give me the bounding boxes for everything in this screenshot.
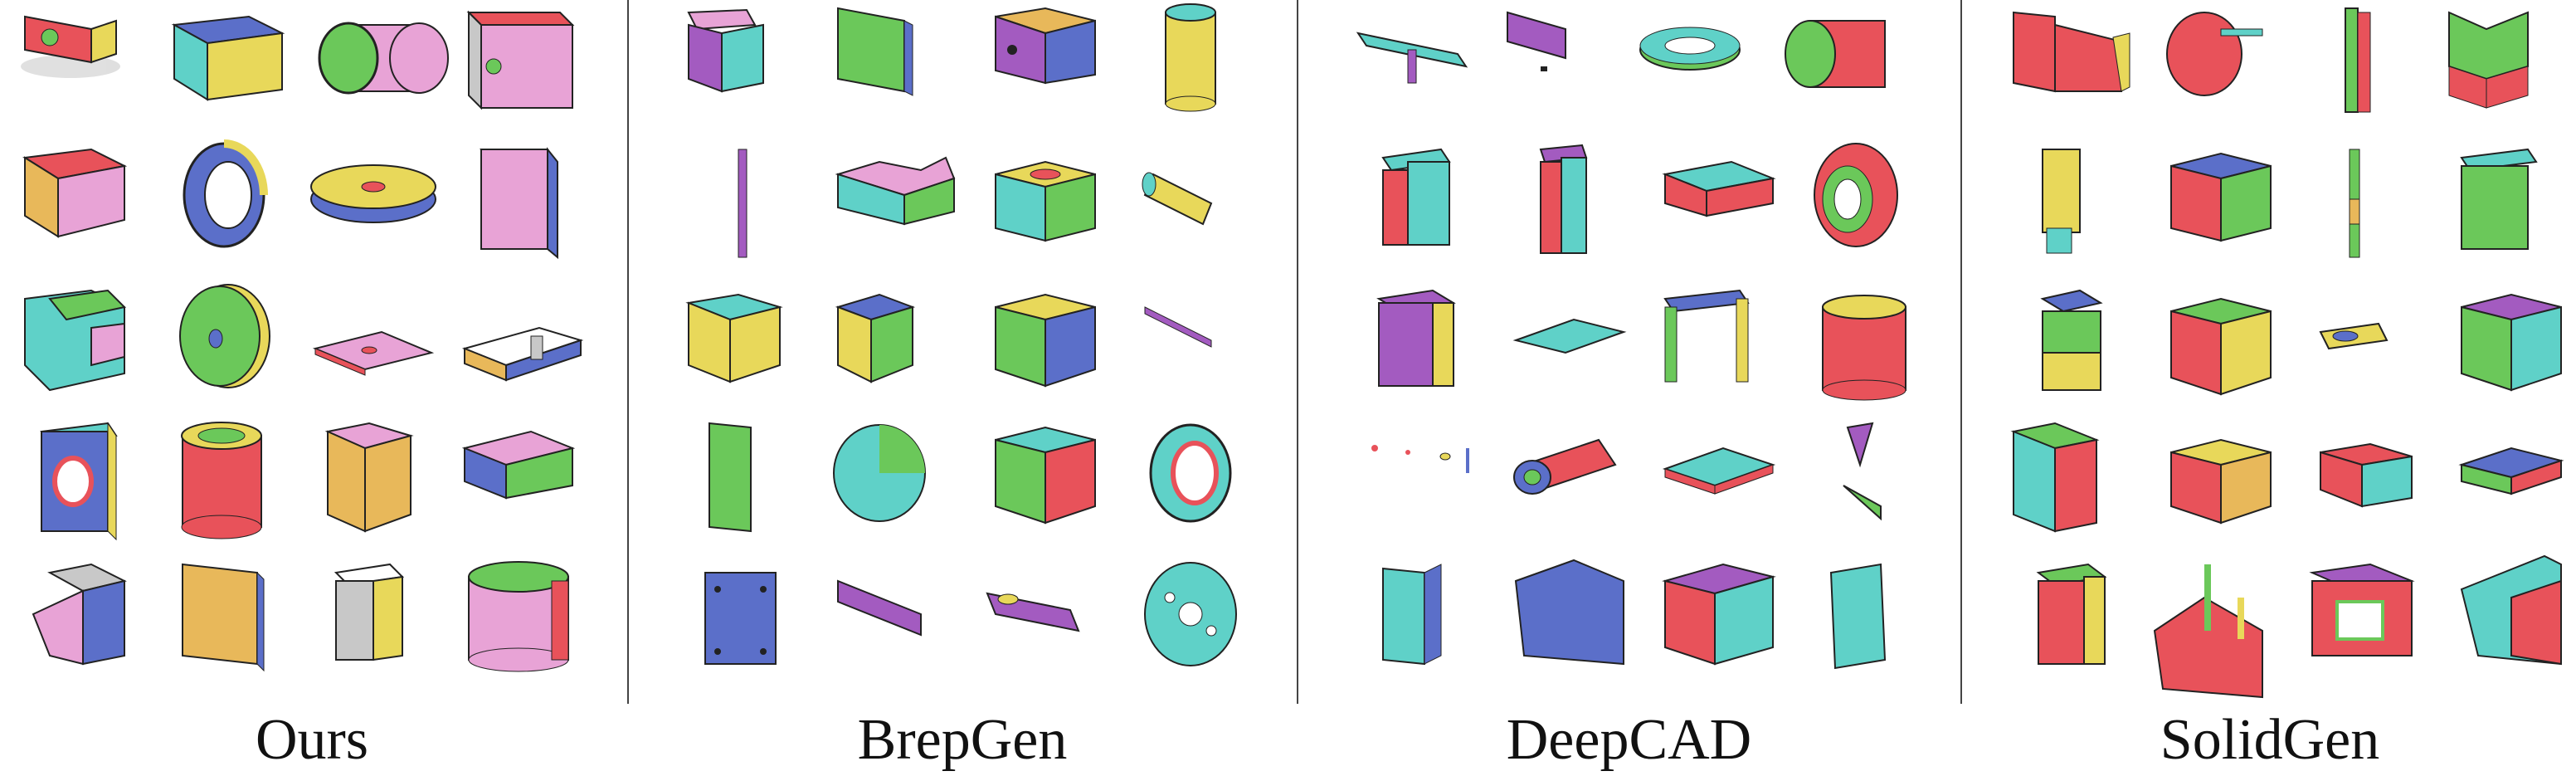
shape-block-holes	[995, 7, 1096, 85]
shape-bracket	[24, 289, 127, 392]
shape-panel	[1829, 563, 1887, 670]
shape-link	[986, 592, 1080, 632]
shape-layered-slab	[2458, 447, 2564, 495]
deepcad-shape-grid	[1356, 11, 1906, 670]
shape-disc	[310, 164, 436, 223]
shape-wedge-block	[2460, 554, 2562, 666]
shape-cylinder	[1165, 3, 1216, 112]
shape-thick-disc	[179, 284, 270, 388]
shape-ring	[183, 139, 268, 248]
shape-frame	[1356, 32, 1468, 84]
shape-tube	[1142, 172, 1213, 226]
shape-cube	[1376, 289, 1456, 387]
panel-deepcad: DeepCAD	[1300, 0, 1958, 776]
shape-cube-hole	[995, 160, 1096, 242]
caption-solidgen: SolidGen	[2160, 708, 2380, 772]
shape-open-cylinder	[468, 561, 569, 672]
caption-ours: Ours	[255, 708, 369, 772]
shape-tall-bar	[2345, 7, 2371, 113]
shape-slab	[1514, 559, 1624, 666]
shape-panel	[709, 422, 752, 533]
shape-square-ring	[40, 422, 118, 541]
shape-l-bracket	[685, 293, 783, 383]
shape-cube	[1381, 148, 1451, 246]
shape-bracket	[1507, 11, 1566, 71]
shape-thin-bar	[1144, 306, 1212, 348]
shape-cylinder-pin	[2166, 12, 2263, 96]
divider	[1297, 0, 1298, 704]
shape-slab	[1662, 447, 1776, 495]
shape-wedge	[22, 148, 128, 238]
shape-cube	[466, 10, 575, 110]
shape-frame	[2309, 563, 2415, 656]
shape-cube	[2448, 11, 2529, 109]
shape-arch-cube	[995, 293, 1096, 388]
shape-fragments	[1371, 445, 1469, 473]
shape-plate	[312, 330, 435, 376]
shape-plate-holes	[2010, 422, 2100, 533]
shape-open-box	[171, 15, 285, 101]
shape-l-block	[334, 563, 405, 661]
shape-tray	[461, 326, 584, 382]
shape-slab	[2460, 148, 2538, 250]
divider	[627, 0, 629, 704]
shape-tube	[181, 422, 262, 539]
shape-l-block	[2013, 11, 2130, 93]
shape-slab	[1662, 160, 1776, 217]
shape-flange	[1144, 562, 1237, 666]
shape-slab	[2320, 442, 2413, 508]
shape-stack	[2040, 289, 2103, 391]
shape-cube	[2170, 297, 2272, 396]
shape-step	[32, 563, 127, 666]
shape-disc	[833, 424, 926, 522]
divider	[1960, 0, 1962, 704]
shape-bracket	[687, 8, 764, 93]
shape-bar	[461, 430, 576, 500]
shape-house	[2153, 564, 2263, 699]
shape-ring	[1639, 27, 1741, 71]
shape-arch	[1663, 289, 1750, 383]
shape-open-box	[2170, 152, 2272, 242]
caption-deepcad: DeepCAD	[1506, 708, 1752, 772]
panel-solidgen: SolidGen	[1964, 0, 2576, 776]
shape-open-cube	[2461, 293, 2562, 392]
shape-slab	[837, 7, 913, 96]
shape-cylinder	[1822, 295, 1906, 401]
caption-brepgen: BrepGen	[857, 708, 1068, 772]
shape-cube	[2170, 438, 2272, 525]
shape-cube	[2036, 563, 2107, 665]
shape-panel	[1382, 564, 1442, 666]
shape-cylinder	[318, 22, 449, 95]
ours-shape-grid	[21, 10, 584, 672]
shape-tall-block	[1539, 144, 1588, 254]
shape-tube	[1814, 143, 1898, 247]
shape-bar	[837, 579, 922, 637]
shape-prism	[324, 422, 414, 533]
shape-plate-holes	[704, 572, 777, 665]
shape-tube	[1513, 438, 1617, 495]
shape-cube	[995, 426, 1096, 525]
shape-wedge	[1843, 422, 1882, 521]
panel-ours: Ours	[0, 0, 624, 776]
brepgen-shape-grid	[685, 3, 1237, 666]
solidgen-shape-grid	[2010, 7, 2564, 699]
shape-block	[24, 15, 117, 64]
shape-ring	[1149, 423, 1232, 523]
shape-plate	[1512, 318, 1627, 354]
shape-cylinder	[1785, 20, 1886, 88]
shape-post	[2042, 149, 2081, 254]
shape-link	[2319, 322, 2389, 350]
panel-brepgen: BrepGen	[631, 0, 1294, 776]
shape-panel	[480, 147, 558, 260]
shape-rod	[2349, 149, 2360, 258]
shape-slab	[182, 563, 265, 672]
shape-channel	[835, 293, 916, 383]
shape-cube	[1662, 563, 1776, 666]
shape-notched-block	[835, 156, 956, 226]
shape-rod	[738, 149, 747, 258]
